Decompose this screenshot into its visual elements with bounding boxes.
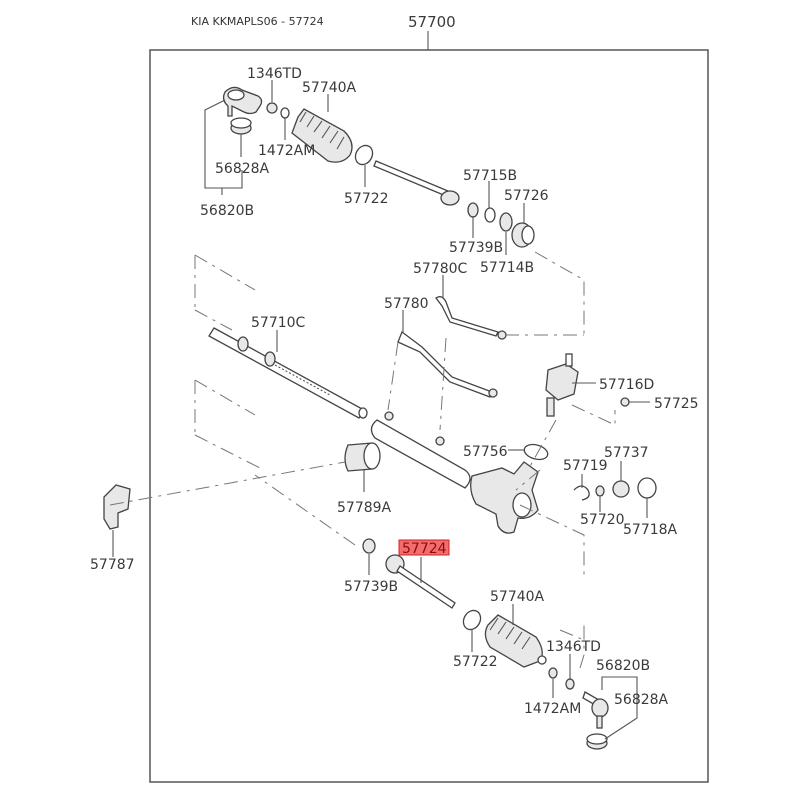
callout-57722-top[interactable]: 57722 <box>344 191 389 207</box>
gear-housing[interactable] <box>470 461 539 534</box>
phantom-lines-left <box>194 254 261 469</box>
callout-57715B[interactable]: 57715B <box>463 168 517 184</box>
lock-washer-57739B-top[interactable] <box>467 202 479 218</box>
dust-cover-top[interactable] <box>230 117 252 135</box>
feed-tube-57780C[interactable] <box>435 296 507 340</box>
callout-57789A[interactable]: 57789A <box>337 500 392 516</box>
nut-1472AM-top[interactable] <box>280 107 290 119</box>
callout-57710C[interactable]: 57710C <box>251 315 306 331</box>
bolt-57725[interactable] <box>620 397 630 407</box>
nut-1472AM-bottom[interactable] <box>548 667 558 679</box>
callout-57720[interactable]: 57720 <box>580 512 625 528</box>
callout-57718A[interactable]: 57718A <box>623 522 678 538</box>
callout-56820B-bottom[interactable]: 56820B <box>596 658 650 674</box>
bellows-57740A-bottom[interactable] <box>484 614 547 668</box>
diagram-frame <box>149 49 709 783</box>
highlight-box <box>398 539 450 556</box>
callout-1472AM-bottom[interactable]: 1472AM <box>524 701 581 717</box>
dust-cover-bottom[interactable] <box>586 733 608 750</box>
clip-57722-bottom[interactable] <box>460 607 484 632</box>
phantom-lines-upper-right <box>505 251 585 336</box>
callout-57740A-top[interactable]: 57740A <box>302 80 357 96</box>
callout-57716D[interactable]: 57716D <box>599 377 654 393</box>
phantom-lines-tubes <box>387 337 557 491</box>
callout-57726[interactable]: 57726 <box>504 188 549 204</box>
callout-56828A-top[interactable]: 56828A <box>215 161 270 177</box>
tie-rod-end-top[interactable] <box>222 86 263 117</box>
callout-1472AM-top[interactable]: 1472AM <box>258 143 315 159</box>
callout-57724[interactable]: 57724 <box>402 541 447 557</box>
tie-rod-end-bottom[interactable] <box>582 691 609 729</box>
assembly-number-label[interactable]: 57700 <box>408 13 456 31</box>
valve-57716D[interactable] <box>545 353 579 417</box>
nut-1346TD-top[interactable] <box>266 102 278 114</box>
bellows-57740A-top[interactable] <box>291 108 353 163</box>
bushing-57737[interactable] <box>612 480 630 498</box>
lock-washer-57739B-bottom[interactable] <box>362 538 376 554</box>
rack-57710C[interactable] <box>208 327 368 419</box>
callout-57724-highlight[interactable]: 57724 <box>398 539 450 557</box>
callout-57722-bottom[interactable]: 57722 <box>453 654 498 670</box>
callout-57739B-top[interactable]: 57739B <box>449 240 503 256</box>
phantom-lines-lower <box>559 625 585 669</box>
cylinder-tube[interactable] <box>370 411 471 489</box>
callout-57780[interactable]: 57780 <box>384 296 429 312</box>
gasket-57756[interactable] <box>523 442 550 462</box>
diagram-title: KIA KKMAPLS06 - 57724 <box>191 15 324 28</box>
callout-57739B-bottom[interactable]: 57739B <box>344 579 398 595</box>
phantom-lines-bracket <box>109 461 356 546</box>
yoke-plug-57726[interactable] <box>511 222 535 248</box>
feed-tube-57780[interactable] <box>397 330 498 398</box>
nut-57720[interactable] <box>595 485 605 497</box>
callout-56828A-bottom[interactable]: 56828A <box>614 692 669 708</box>
callout-1346TD-bottom[interactable]: 1346TD <box>546 639 601 655</box>
leader-lines <box>112 80 650 740</box>
callout-57719[interactable]: 57719 <box>563 458 608 474</box>
clip-57722-top[interactable] <box>352 142 376 167</box>
inner-tie-rod-57724[interactable] <box>385 554 456 609</box>
inner-tie-rod-top[interactable] <box>373 160 460 206</box>
callout-57756[interactable]: 57756 <box>463 444 508 460</box>
seal-57718A[interactable] <box>637 477 657 499</box>
callout-57787[interactable]: 57787 <box>90 557 135 573</box>
callout-57725[interactable]: 57725 <box>654 396 699 412</box>
bracket-57787[interactable] <box>103 484 131 530</box>
callout-57737[interactable]: 57737 <box>604 445 649 461</box>
callout-1346TD-top[interactable]: 1346TD <box>247 66 302 82</box>
callout-56820B-top[interactable]: 56820B <box>200 203 254 219</box>
o-ring-57715B[interactable] <box>484 207 496 223</box>
clip-57719[interactable] <box>573 485 590 501</box>
callout-57714B[interactable]: 57714B <box>480 260 534 276</box>
nut-1346TD-bottom[interactable] <box>565 678 575 690</box>
phantom-lines-right <box>519 404 616 580</box>
bushing-57789A[interactable] <box>344 442 381 472</box>
callout-57780C[interactable]: 57780C <box>413 261 468 277</box>
callout-57740A-bottom[interactable]: 57740A <box>490 589 545 605</box>
yoke-57714B[interactable] <box>499 212 513 232</box>
